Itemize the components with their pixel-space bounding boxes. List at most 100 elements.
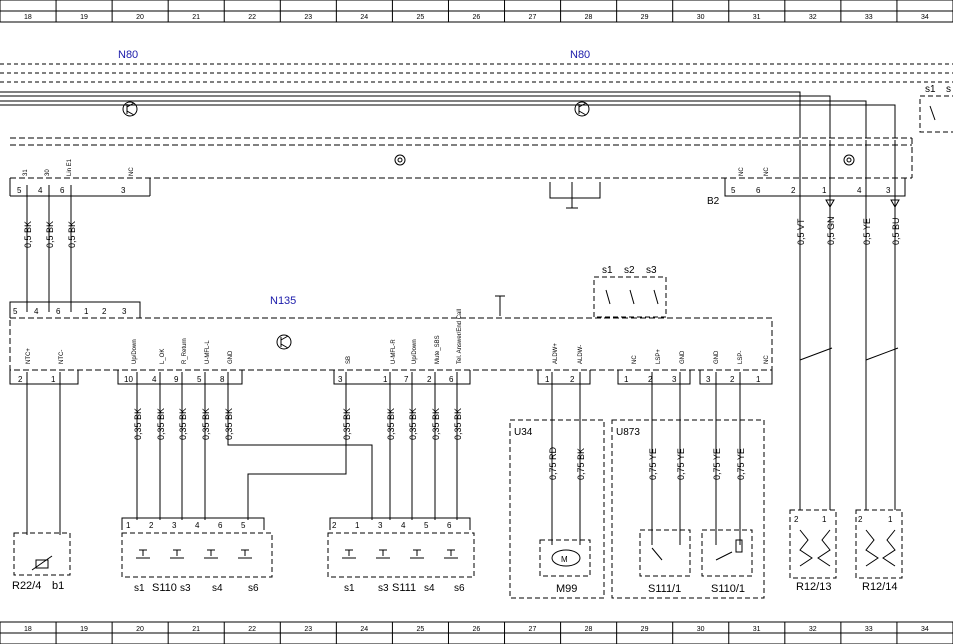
grid-column-number: 21	[192, 14, 200, 21]
s110-sub: s3	[180, 583, 191, 594]
switch-pin-number: 1	[126, 521, 131, 530]
grid-column-number: 31	[753, 14, 761, 21]
wire-label: 0,75 YE	[648, 448, 658, 480]
wire-label: 0,5 YE	[862, 218, 872, 245]
b2-pin: 3	[886, 186, 891, 195]
n135-top-pin: 2	[102, 307, 107, 316]
b2-connector	[724, 178, 906, 197]
wire-label: 0,35 BK	[342, 408, 352, 440]
m99-label: M99	[556, 583, 577, 595]
n135-pin-number: 3	[706, 375, 711, 384]
n135-pin-number: 1	[51, 375, 56, 384]
u34-housing	[509, 419, 605, 599]
n135-pin-label: U-MFL-R	[391, 339, 397, 364]
wire-label: 0,5 GN	[826, 216, 836, 245]
wire-label: 0,5 BK	[23, 221, 33, 248]
n135-pin-label: R_Return	[182, 338, 188, 364]
u873-housing	[611, 419, 765, 599]
wire-label: 0,75 RD	[548, 446, 558, 480]
n80-left-label: N80	[118, 49, 138, 61]
s110-label: S110	[152, 582, 177, 594]
grid-column-number: 25	[416, 626, 424, 633]
b2-pin-label: NC	[739, 167, 745, 176]
grid-column-number: 26	[473, 626, 481, 633]
s110-sub: s6	[248, 583, 259, 594]
n135-pin-number: 2	[427, 375, 432, 384]
wire-label: 0,75 YE	[712, 448, 722, 480]
b2-pin: 5	[731, 186, 736, 195]
u873-label: U873	[616, 427, 640, 438]
grid-column-number: 19	[80, 626, 88, 633]
wire-label: 0,5 BK	[67, 221, 77, 248]
n80-pin-label: 31	[23, 169, 29, 176]
grid-column-number: 33	[865, 14, 873, 21]
n135-pin-number: 1	[756, 375, 761, 384]
s111-label: S111	[392, 582, 416, 594]
switch-pin-number: 1	[355, 521, 360, 530]
r12-14-label: R12/14	[862, 581, 897, 593]
wire-label: 0,35 BK	[431, 408, 441, 440]
switch-pin-number: 5	[424, 521, 429, 530]
switch-pin-number: 5	[241, 521, 246, 530]
b2-pin: 1	[822, 186, 827, 195]
n80-pin-label: NC	[129, 167, 135, 176]
n135-pin-label: GND	[714, 350, 720, 364]
wire-label: 0,75 YE	[736, 448, 746, 480]
n135-pin-label: NTC+	[26, 348, 32, 364]
wires-right	[799, 140, 899, 510]
transistor-icon	[122, 101, 138, 117]
grid-column-number: 31	[753, 626, 761, 633]
n135-pin-label: L_OK	[160, 349, 166, 364]
n135-top-pin: 3	[122, 307, 127, 316]
n135-top-pin: 5	[13, 307, 18, 316]
switch-pin-number: 2	[332, 521, 337, 530]
s110-sub: s4	[212, 583, 223, 594]
n135-pin-label: SB	[346, 356, 352, 364]
grid-column-number: 34	[921, 626, 929, 633]
grid-column-number: 32	[809, 14, 817, 21]
top-switch-group	[593, 276, 667, 318]
wires-mid	[26, 372, 741, 545]
n135-pin-number: 9	[174, 375, 179, 384]
grid-column-number: 29	[641, 626, 649, 633]
wire-label: 0,75 BK	[576, 448, 586, 480]
grid-column-number: 33	[865, 626, 873, 633]
pushbutton-icon	[136, 549, 150, 559]
grid-column-number: 29	[641, 14, 649, 21]
n80-pin-label: Lin E1	[67, 158, 73, 176]
r12-pin: 1	[822, 515, 827, 524]
n80-pin-4: 4	[38, 186, 43, 195]
b2-pin: 2	[791, 186, 796, 195]
n135-pin-number: 8	[220, 375, 225, 384]
n135-pin-label: NTC-	[59, 350, 65, 364]
s111-sub: s6	[454, 583, 465, 594]
grid-column-number: 30	[697, 626, 705, 633]
switch-pin-number: 4	[195, 521, 200, 530]
wire-label: 0,35 BK	[178, 408, 188, 440]
spiral-icon	[843, 154, 855, 166]
n80-pin-5: 5	[17, 186, 22, 195]
n80-housing	[10, 137, 913, 179]
n135-top-pin: 6	[56, 307, 61, 316]
s111-sub: s1	[344, 583, 355, 594]
r22-label: R22/4	[12, 580, 41, 592]
r12-13-label: R12/13	[796, 581, 831, 593]
n135-pin-number: 3	[338, 375, 343, 384]
n135-pin-number: 5	[197, 375, 202, 384]
n135-top-pin: 1	[84, 307, 89, 316]
wires-top-left	[26, 185, 72, 312]
switch-pin-number: 3	[172, 521, 177, 530]
grid-column-number: 32	[809, 626, 817, 633]
n135-pin-number: 2	[570, 375, 575, 384]
grid-column-number: 20	[136, 626, 144, 633]
grid-column-number: 24	[360, 626, 368, 633]
n135-pin-number: 1	[545, 375, 550, 384]
n135-pin-label: ALDW-	[578, 345, 584, 364]
s111-1-label: S111/1	[648, 583, 681, 595]
grid-column-number: 19	[80, 14, 88, 21]
n135-pin-label: GND	[680, 350, 686, 364]
